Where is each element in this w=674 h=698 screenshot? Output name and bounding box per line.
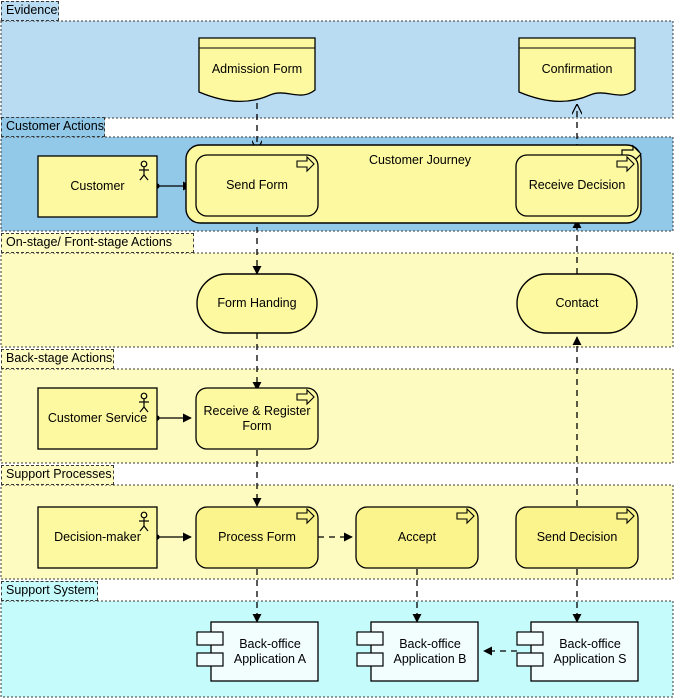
node-customer-service[interactable] (37, 387, 158, 450)
actor-box-body (37, 506, 158, 569)
node-decision-maker[interactable] (37, 506, 158, 569)
node-accept[interactable] (355, 506, 479, 569)
node-backoffice-application-a[interactable] (196, 621, 319, 682)
actor-icon (139, 392, 149, 413)
node-customer[interactable] (37, 155, 158, 218)
node-admission-form[interactable] (198, 37, 316, 102)
actor-box-body (37, 387, 158, 450)
component-tab-lower (356, 652, 384, 667)
stadium-body (196, 273, 318, 334)
node-confirmation[interactable] (518, 37, 636, 102)
node-process-form[interactable] (195, 506, 319, 569)
lane-label-onstage[interactable]: On-stage/ Front-stage Actions (1, 233, 194, 253)
component-tab-lower (516, 652, 544, 667)
process-body (195, 506, 319, 569)
node-send-decision[interactable] (515, 506, 639, 569)
actor-icon (139, 160, 149, 181)
lane-label-customer-actions[interactable]: Customer Actions (1, 117, 105, 137)
process-body (515, 154, 639, 217)
process-body (355, 506, 479, 569)
lane-label-support-processes[interactable]: Support Processes (1, 465, 114, 485)
component-tab-upper (516, 631, 544, 646)
process-arrow-icon (616, 507, 635, 525)
document-shape (198, 37, 316, 102)
process-body (515, 506, 639, 569)
component-body (530, 621, 639, 682)
process-arrow-icon (296, 507, 315, 525)
process-arrow-icon (296, 155, 315, 173)
node-form-handing[interactable] (196, 273, 318, 334)
process-arrow-icon (456, 507, 475, 525)
process-body (195, 387, 319, 450)
node-send-form[interactable] (195, 154, 319, 217)
process-body (195, 154, 319, 217)
node-receive-register-form[interactable] (195, 387, 319, 450)
component-tab-upper (356, 631, 384, 646)
connectors (154, 103, 577, 656)
actor-icon (139, 511, 149, 532)
component-body (370, 621, 479, 682)
component-body (210, 621, 319, 682)
lane-label-backstage[interactable]: Back-stage Actions (1, 349, 114, 369)
document-shape (518, 37, 636, 102)
component-tab-lower (196, 652, 224, 667)
lane-label-evidence[interactable]: Evidence (1, 1, 59, 21)
node-backoffice-application-b[interactable] (356, 621, 479, 682)
lane-label-support-system[interactable]: Support System (1, 581, 98, 601)
node-receive-decision[interactable] (515, 154, 639, 217)
actor-box-body (37, 155, 158, 218)
node-contact[interactable] (516, 273, 638, 334)
stadium-body (516, 273, 638, 334)
process-arrow-icon (296, 388, 315, 406)
node-backoffice-application-s[interactable] (516, 621, 639, 682)
component-tab-upper (196, 631, 224, 646)
process-arrow-icon (616, 155, 635, 173)
